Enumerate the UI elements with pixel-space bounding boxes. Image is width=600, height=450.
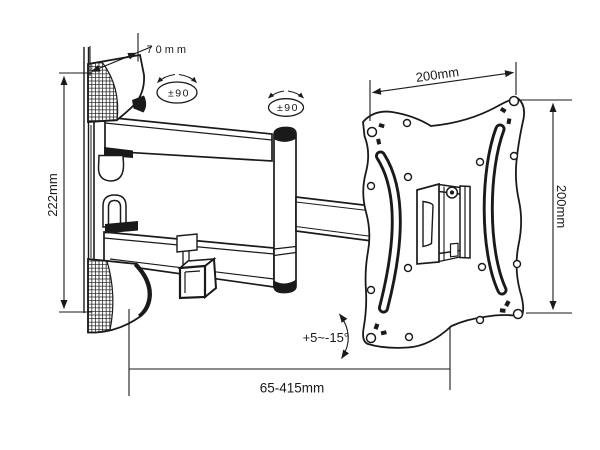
wall-bracket (87, 53, 152, 334)
dimension-extension: 65-415mm (128, 309, 451, 396)
wall-depth-label: 70mm (147, 44, 190, 56)
articulating-arm (103, 116, 373, 300)
cable-clip (176, 233, 218, 300)
left-adjust-slot (375, 150, 402, 314)
swivel-elbow-label: ±90 (277, 102, 299, 114)
upper-arm (104, 116, 273, 162)
tilt-head-bracket (416, 182, 471, 265)
plate-holes (365, 95, 524, 344)
swivel-indicator-elbow: ±90 (267, 90, 305, 117)
tilt-range-label: +5~-15° (303, 330, 349, 345)
dimension-70mm: 70mm (89, 33, 190, 76)
dimension-200mm-height: 200mm (520, 99, 572, 314)
top-mount-wing (87, 53, 147, 123)
plate-height-label: 200mm (554, 185, 569, 228)
bottom-mount-wing (87, 258, 152, 334)
vesa-plate (362, 95, 525, 349)
extension-range-label: 65-415mm (260, 381, 325, 396)
extension-arm (295, 196, 373, 242)
dimension-222mm: 222mm (45, 72, 92, 313)
plate-width-label: 200mm (415, 64, 460, 85)
wall-height-label: 222mm (45, 173, 60, 216)
swivel-wall-label: ±90 (168, 88, 190, 100)
swivel-indicator-wall: ±90 (156, 73, 198, 104)
right-adjust-slot (482, 123, 508, 296)
corner-screw-marks (373, 106, 512, 336)
lower-hook-cutout (102, 194, 138, 234)
dimension-200mm-width: 200mm (369, 62, 517, 121)
elbow-joint (273, 126, 297, 294)
tilt-angle-indicator: +5~-15° (303, 313, 350, 359)
upper-hook-cutout (97, 147, 133, 182)
